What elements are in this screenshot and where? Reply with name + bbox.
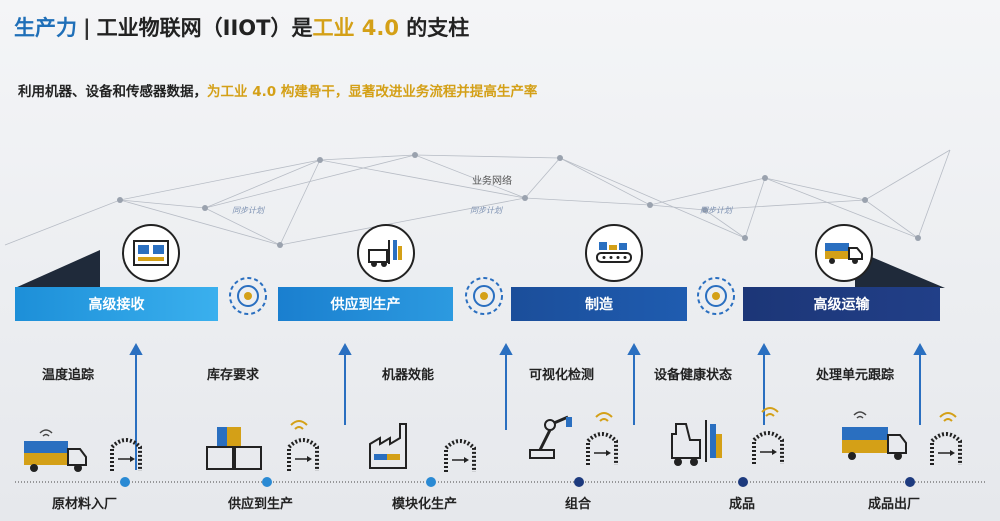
stage-advanced-shipping: 高级运输 — [743, 287, 940, 321]
step-supply-to-production: 供应到生产 — [228, 497, 294, 512]
stage-supply-to-production: 供应到生产 — [278, 287, 453, 321]
step-modular-production: 模块化生产 — [392, 497, 458, 512]
metric-machine-efficiency: 机器效能 — [382, 368, 435, 383]
pallet-stack-icon — [206, 420, 319, 471]
forklift-icon — [357, 224, 415, 282]
timeline-dot — [905, 477, 915, 487]
metric-visual-inspection: 可视化检测 — [529, 368, 595, 383]
metric-equipment-health: 设备健康状态 — [654, 368, 733, 383]
title-separator: | — [83, 16, 91, 40]
wedge-left — [15, 250, 100, 288]
stage-advanced-receiving: 高级接收 — [15, 287, 218, 321]
step-finished-goods: 成品 — [729, 497, 756, 512]
sync-gear-icon — [229, 277, 267, 315]
timeline-dot — [262, 477, 272, 487]
stage-manufacturing: 制造 — [511, 287, 687, 321]
shipping-truck-icon — [842, 411, 962, 465]
robot-arm-icon — [529, 412, 618, 465]
step-raw-material-inbound: 原材料入厂 — [52, 497, 118, 512]
conveyor-icon — [585, 224, 643, 282]
page-subtitle: 利用机器、设备和传感器数据，为工业 4.0 构建骨干，显著改进业务流程并提高生产… — [18, 80, 537, 100]
subtitle-part2: 为工业 4.0 构建骨干，显著改进业务流程并提高生产率 — [207, 84, 538, 100]
step-assembly: 组合 — [565, 497, 592, 512]
sync-plan-label: 同步计划 — [232, 206, 264, 215]
metric-temperature-tracking: 温度追踪 — [42, 368, 95, 383]
forklift-sensor-icon — [671, 407, 784, 466]
sync-gear-icon — [465, 277, 503, 315]
wedge-right — [855, 250, 945, 288]
step-finished-goods-outbound: 成品出厂 — [868, 497, 921, 512]
metric-handling-unit-tracking: 处理单元跟踪 — [816, 368, 895, 383]
network-label: 业务网络 — [472, 176, 512, 187]
metric-inventory-requirements: 库存要求 — [207, 368, 260, 383]
timeline-dot — [120, 477, 130, 487]
sync-gear-icon — [697, 277, 735, 315]
timeline-dot — [738, 477, 748, 487]
sync-plan-label: 同步计划 — [470, 206, 502, 215]
truck-sensor-icon — [24, 429, 142, 472]
timeline-dot — [574, 477, 584, 487]
subtitle-part1: 利用机器、设备和传感器数据， — [18, 84, 207, 100]
page-title: 生产力|工业物联网（IIOT）是工业 4.0 的支柱 — [14, 12, 469, 42]
title-productivity: 生产力 — [14, 16, 77, 40]
factory-icon — [369, 423, 476, 472]
receiving-machine-icon — [122, 224, 180, 282]
title-industry40: 工业 4.0 — [312, 16, 399, 40]
truck-icon — [815, 224, 873, 282]
sync-plan-label: 同步计划 — [700, 206, 732, 215]
title-pillar: 的支柱 — [399, 16, 470, 40]
title-iiot: 工业物联网（IIOT）是 — [96, 16, 313, 40]
timeline-dot — [426, 477, 436, 487]
